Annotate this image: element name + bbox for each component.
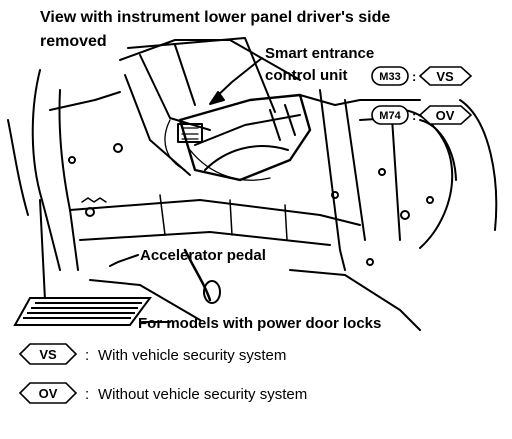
- control-unit-body: [178, 93, 312, 182]
- legend-item-ov: OV : Without vehicle security system: [18, 382, 307, 404]
- legend-tag-shape: [18, 382, 78, 404]
- bolt: [426, 196, 434, 204]
- bolt: [68, 156, 76, 164]
- connector-2-variant: OV: [436, 108, 455, 123]
- right-panel-edge: [359, 117, 401, 241]
- legend-separator: :: [85, 347, 89, 364]
- harness-wire: [189, 149, 271, 181]
- accelerator-pad: [203, 280, 221, 304]
- power-door-locks-note: For models with power door locks: [138, 315, 381, 332]
- connector-code-tag: [371, 105, 409, 125]
- door-edge: [7, 119, 29, 216]
- dashboard-illustration: [7, 39, 498, 331]
- connector-1-code: M33: [379, 71, 400, 83]
- dash-lower-edge: [49, 91, 121, 111]
- legend-description: With vehicle security system: [98, 347, 286, 364]
- floor-mat: [13, 297, 152, 326]
- control-unit-leader-line: [214, 57, 263, 99]
- unit-connector: [177, 123, 203, 143]
- legend-tag-label: OV: [39, 386, 58, 401]
- floor-edge-left: [89, 279, 201, 321]
- bolt: [113, 143, 123, 153]
- legend-separator: :: [85, 386, 89, 403]
- unit-connector-pins: [181, 127, 199, 140]
- legend: VS : With vehicle security system OV : W…: [18, 343, 307, 404]
- control-unit-label-line-2: control unit: [265, 67, 348, 84]
- column-cover-ridge: [174, 44, 196, 106]
- control-unit-arrowhead: [209, 91, 225, 105]
- accelerator-leader-line: [109, 254, 139, 267]
- control-unit-seam: [194, 114, 301, 146]
- control-unit-label-line-1: Smart entrance: [265, 45, 374, 62]
- cross-member-ribs: [159, 194, 288, 241]
- spring-detail: [81, 197, 107, 203]
- leader-lines: [109, 37, 276, 323]
- connector-1-variant: VS: [436, 69, 454, 84]
- lower-left-edge: [39, 199, 46, 301]
- title-block: View with instrument lower panel driver'…: [40, 9, 390, 50]
- right-outer-curve: [459, 99, 498, 231]
- control-unit-lower-curve: [204, 145, 289, 171]
- kick-panel-inner: [58, 89, 79, 271]
- variant-tag: [418, 105, 473, 125]
- bolt: [366, 258, 374, 266]
- harness-wire: [164, 119, 186, 171]
- connector-separator: :: [412, 108, 416, 123]
- right-trim-inner: [419, 119, 457, 181]
- variant-tag: [418, 66, 473, 86]
- connector-code-tag: [371, 66, 409, 86]
- cross-member-bottom: [79, 231, 331, 246]
- legend-tag-label: VS: [39, 347, 57, 362]
- center-bracket-post: [319, 89, 346, 271]
- connector-2-code: M74: [379, 110, 401, 122]
- control-unit-ribs: [269, 104, 296, 141]
- kick-panel-edge: [31, 69, 61, 271]
- title-line-2: removed: [40, 33, 107, 50]
- legend-description: Without vehicle security system: [98, 386, 307, 403]
- bolt: [85, 207, 95, 217]
- bolt: [378, 168, 386, 176]
- floor-edge-right: [289, 269, 421, 331]
- column-cover-left: [124, 74, 191, 176]
- right-trim-curve: [404, 109, 454, 249]
- dash-top-line: [119, 39, 301, 81]
- column-cover-inner: [139, 54, 211, 131]
- title-line-1: View with instrument lower panel driver'…: [40, 9, 390, 26]
- bolt: [331, 191, 339, 199]
- center-bracket-top: [299, 94, 421, 106]
- bolt: [400, 210, 410, 220]
- title-leader-line: [127, 37, 276, 113]
- legend-item-vs: VS : With vehicle security system: [18, 343, 286, 365]
- accelerator-arm: [183, 248, 212, 302]
- center-bracket-post-2: [344, 99, 366, 241]
- control-unit-callout: Smart entrance control unit M33 : VS M74…: [265, 45, 473, 125]
- legend-tag-shape: [18, 343, 78, 365]
- connector-separator: :: [412, 69, 416, 84]
- cross-member-top: [69, 199, 361, 226]
- accelerator-pedal-label: Accelerator pedal: [140, 247, 266, 264]
